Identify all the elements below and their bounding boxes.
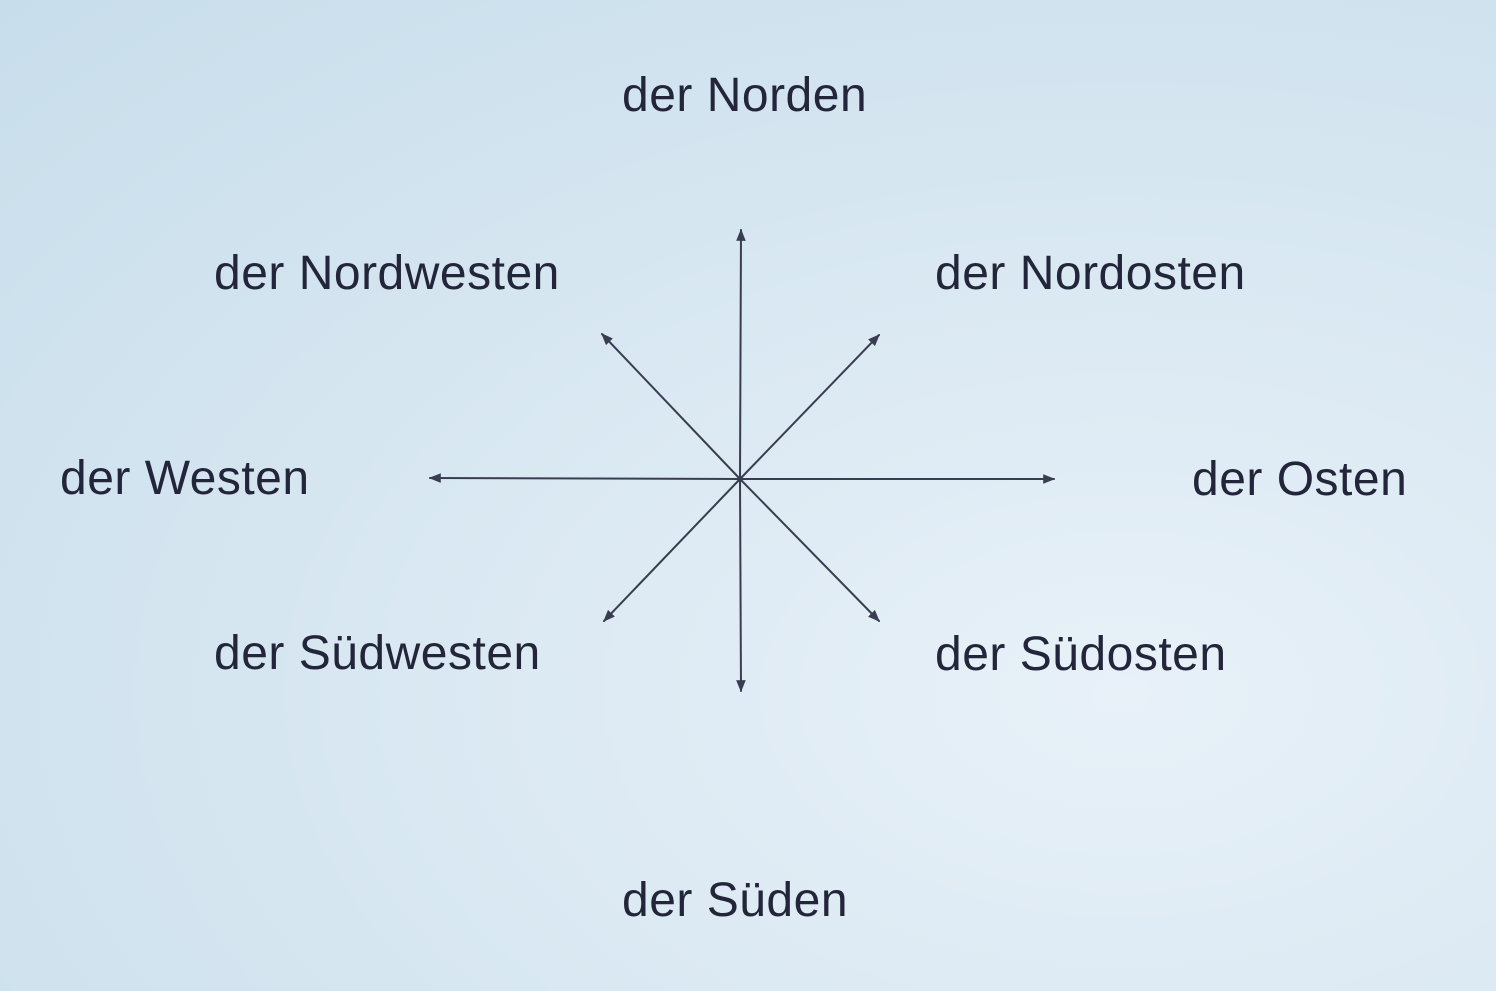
arrow-north bbox=[736, 228, 746, 480]
arrow-west bbox=[428, 473, 741, 483]
arrow-northwest bbox=[601, 333, 741, 480]
arrow-southeast bbox=[739, 478, 880, 622]
label-north: der Norden bbox=[622, 69, 868, 122]
arrow-south bbox=[736, 478, 746, 693]
label-southwest: der Südwesten bbox=[214, 627, 541, 680]
label-west: der Westen bbox=[60, 452, 310, 505]
label-east: der Osten bbox=[1192, 453, 1408, 506]
label-northeast: der Nordosten bbox=[935, 247, 1246, 300]
compass-center-dot bbox=[737, 476, 743, 482]
arrow-northeast bbox=[739, 334, 880, 480]
arrow-southwest bbox=[603, 478, 741, 622]
label-southeast: der Südosten bbox=[935, 628, 1227, 681]
label-south: der Süden bbox=[622, 874, 849, 927]
label-northwest: der Nordwesten bbox=[214, 247, 560, 300]
